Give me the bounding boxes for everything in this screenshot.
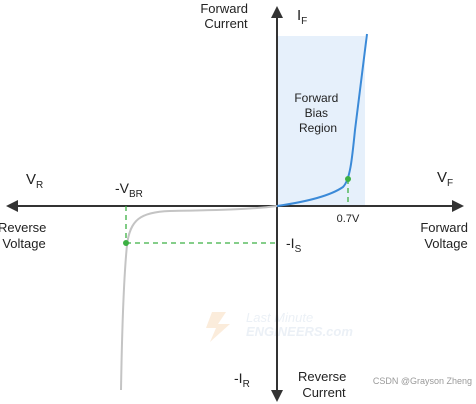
- v-r-label: VR: [26, 171, 43, 191]
- forward-voltage-line2: Voltage: [424, 236, 467, 251]
- neg-is-label: -IS: [286, 235, 302, 255]
- neg-vbr-main: -V: [115, 180, 130, 196]
- v-r-main: V: [26, 171, 36, 188]
- neg-is-main: -I: [286, 235, 295, 251]
- axes: [14, 14, 456, 394]
- neg-ir-sub: R: [243, 379, 250, 390]
- guide-lines: [125, 179, 349, 244]
- reverse-current-label: Reverse Current: [298, 369, 350, 400]
- v-r-sub: R: [36, 180, 43, 191]
- i-f-label: IF: [297, 7, 307, 27]
- i-f-main: I: [297, 7, 301, 24]
- reverse-current-line1: Reverse: [298, 369, 346, 384]
- breakdown-point: [123, 240, 129, 246]
- forward-current-line2: Current: [204, 16, 248, 31]
- reverse-voltage-line2: Voltage: [2, 236, 45, 251]
- arrow-left-icon: [6, 200, 18, 212]
- v-f-main: V: [437, 169, 447, 186]
- neg-ir-label: -IR: [234, 370, 250, 390]
- neg-is-sub: S: [295, 244, 302, 255]
- v-f-sub: F: [447, 178, 453, 189]
- reverse-voltage-line1: Reverse: [0, 220, 46, 235]
- reverse-current-line2: Current: [302, 385, 346, 400]
- bolt-icon: [206, 312, 230, 342]
- forward-current-line1: Forward: [200, 1, 248, 16]
- arrow-up-icon: [271, 6, 283, 18]
- reverse-voltage-label: Reverse Voltage: [0, 220, 50, 251]
- arrow-right-icon: [452, 200, 464, 212]
- region-line1: Forward: [294, 91, 338, 105]
- reverse-curve: [120, 205, 278, 391]
- neg-vbr-label: -VBR: [115, 180, 143, 200]
- watermark-line1: Last Minute: [246, 310, 313, 325]
- forward-voltage-line1: Forward: [420, 220, 468, 235]
- region-line2: Bias: [305, 106, 328, 120]
- credit-text: CSDN @Grayson Zheng: [373, 376, 472, 386]
- i-f-sub: F: [301, 16, 307, 27]
- forward-current-label: Forward Current: [200, 1, 251, 31]
- forward-curve: [276, 33, 368, 207]
- knee-point: [345, 176, 351, 182]
- forward-bias-region-label: Forward Bias Region: [294, 91, 341, 135]
- watermark-line2: ENGINEERS.com: [246, 324, 353, 339]
- watermark-logo: Last Minute ENGINEERS.com: [206, 310, 353, 342]
- arrow-down-icon: [271, 390, 283, 402]
- region-line3: Region: [299, 121, 337, 135]
- knee-voltage-label: 0.7V: [337, 213, 360, 225]
- v-f-label: VF: [437, 169, 453, 189]
- neg-ir-main: -I: [234, 370, 243, 386]
- forward-voltage-label: Forward Voltage: [420, 220, 471, 251]
- neg-vbr-sub: BR: [129, 189, 143, 200]
